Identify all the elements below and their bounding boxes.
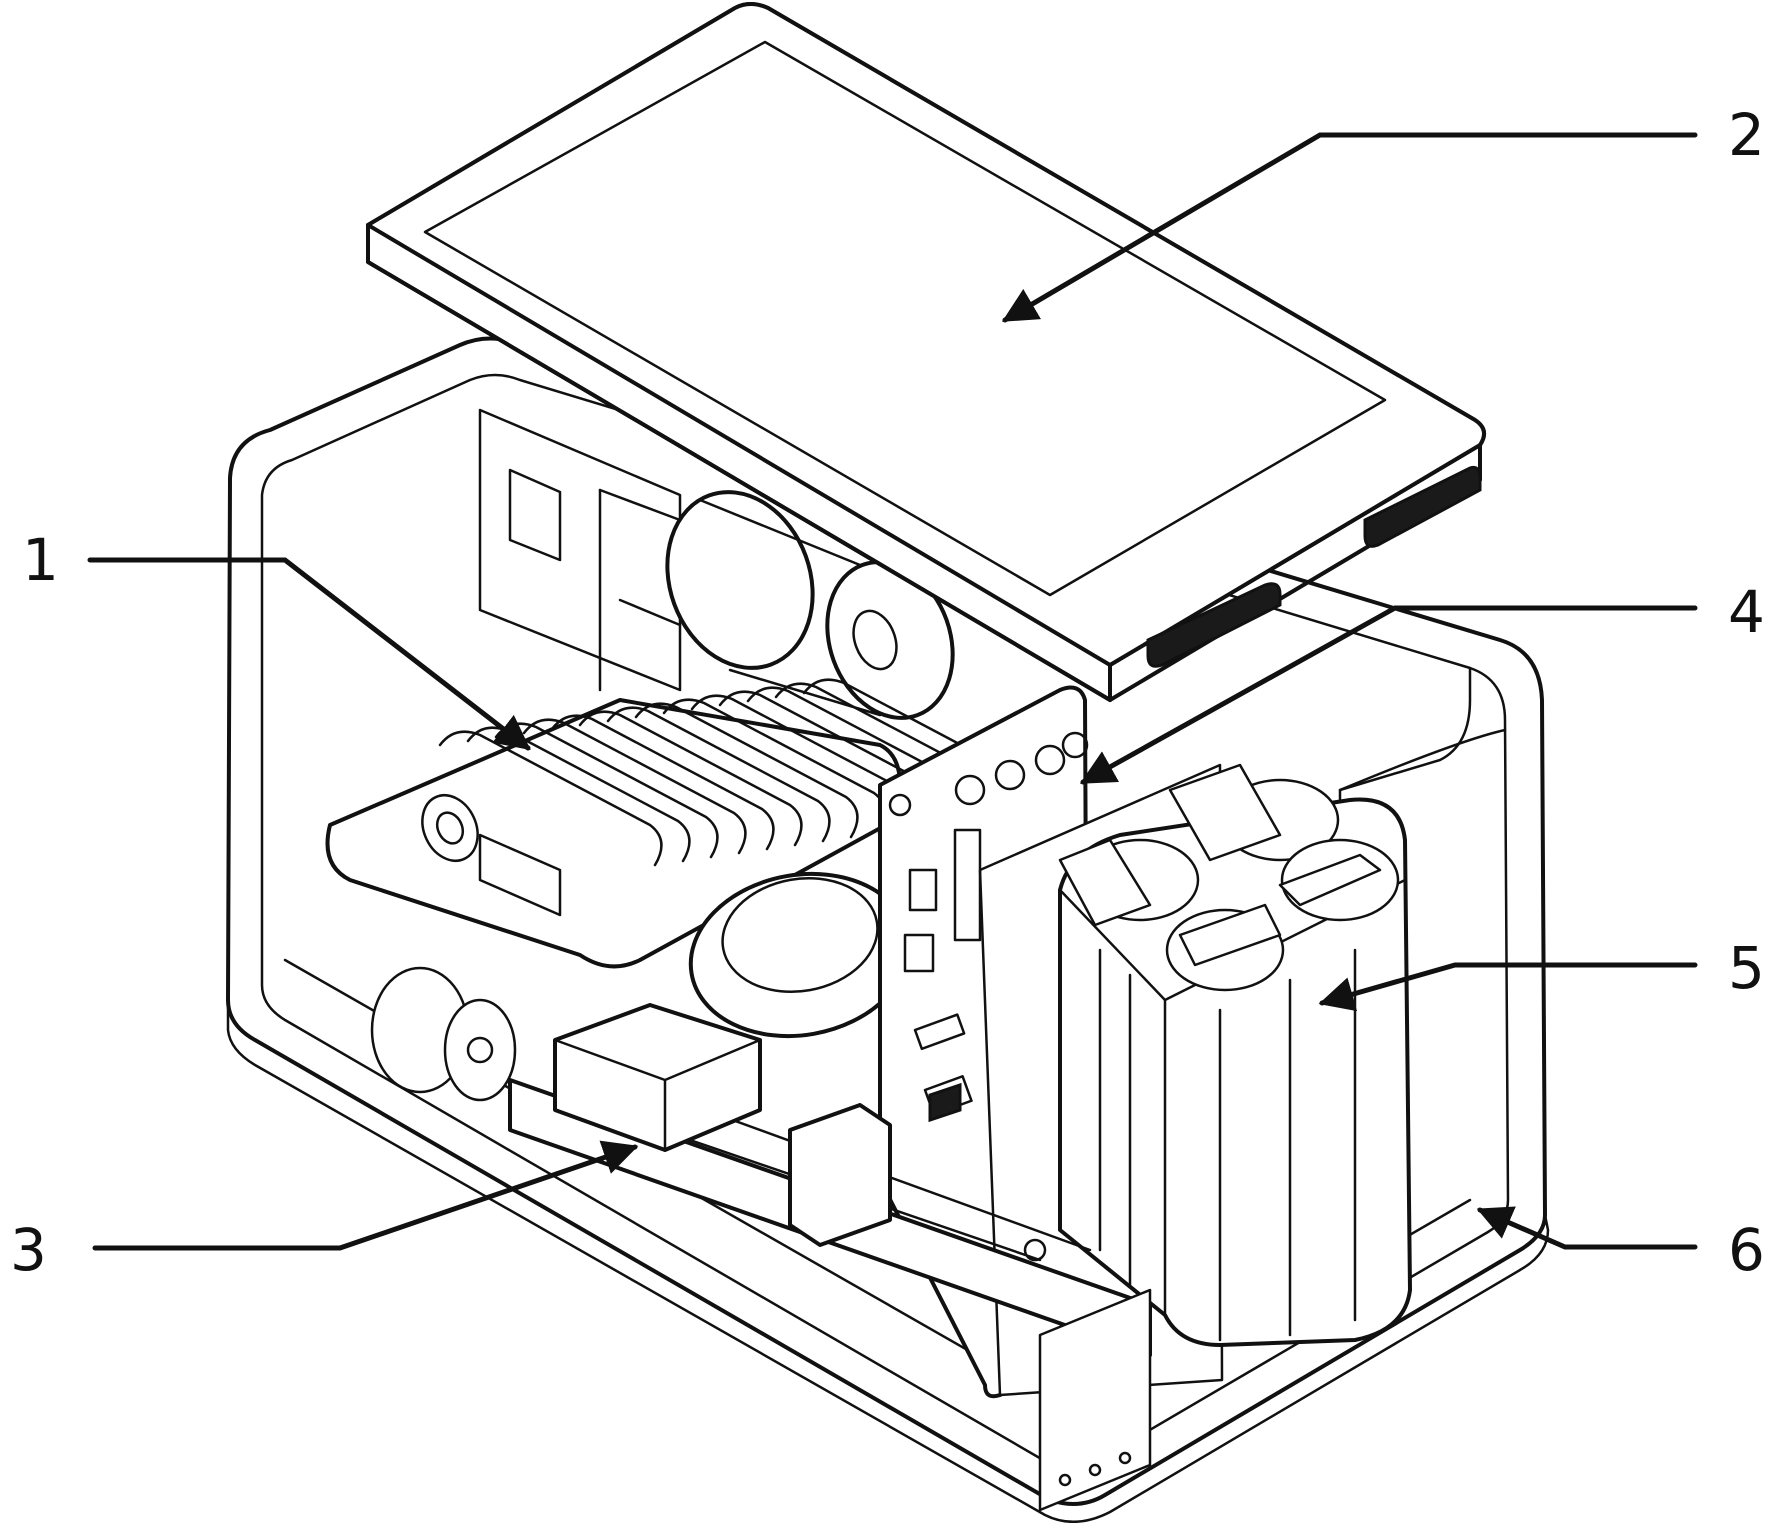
- callout-leaders: [87, 132, 1698, 1251]
- bellows-rib: [438, 730, 663, 867]
- rear-bracket: [478, 408, 682, 692]
- callout-3: 3: [10, 1216, 47, 1284]
- display-lid: [366, 2, 1486, 702]
- leader-3: [92, 1140, 639, 1251]
- bellows-rib: [550, 714, 775, 851]
- bellows-rib: [522, 718, 747, 855]
- leader-5: [1318, 962, 1698, 1012]
- leader-2: [1001, 132, 1698, 323]
- leader-1: [87, 557, 531, 751]
- linear-rail: [370, 966, 1152, 1512]
- leader-6: [1476, 1206, 1698, 1250]
- callout-6: 6: [1728, 1216, 1765, 1284]
- callout-1: 1: [22, 526, 59, 594]
- callout-labels: 1 2 3 4 5 6: [10, 101, 1765, 1284]
- callout-5: 5: [1728, 934, 1765, 1002]
- callout-4: 4: [1728, 578, 1765, 646]
- callout-2: 2: [1728, 101, 1765, 169]
- fan-cylinder: [665, 490, 955, 720]
- battery-pack: [1058, 763, 1412, 1347]
- bellows-rib: [634, 702, 859, 839]
- bellows-rib: [466, 726, 691, 863]
- leader-4: [1079, 605, 1698, 785]
- bellows-rib: [578, 710, 803, 847]
- bellows-rib: [606, 706, 831, 843]
